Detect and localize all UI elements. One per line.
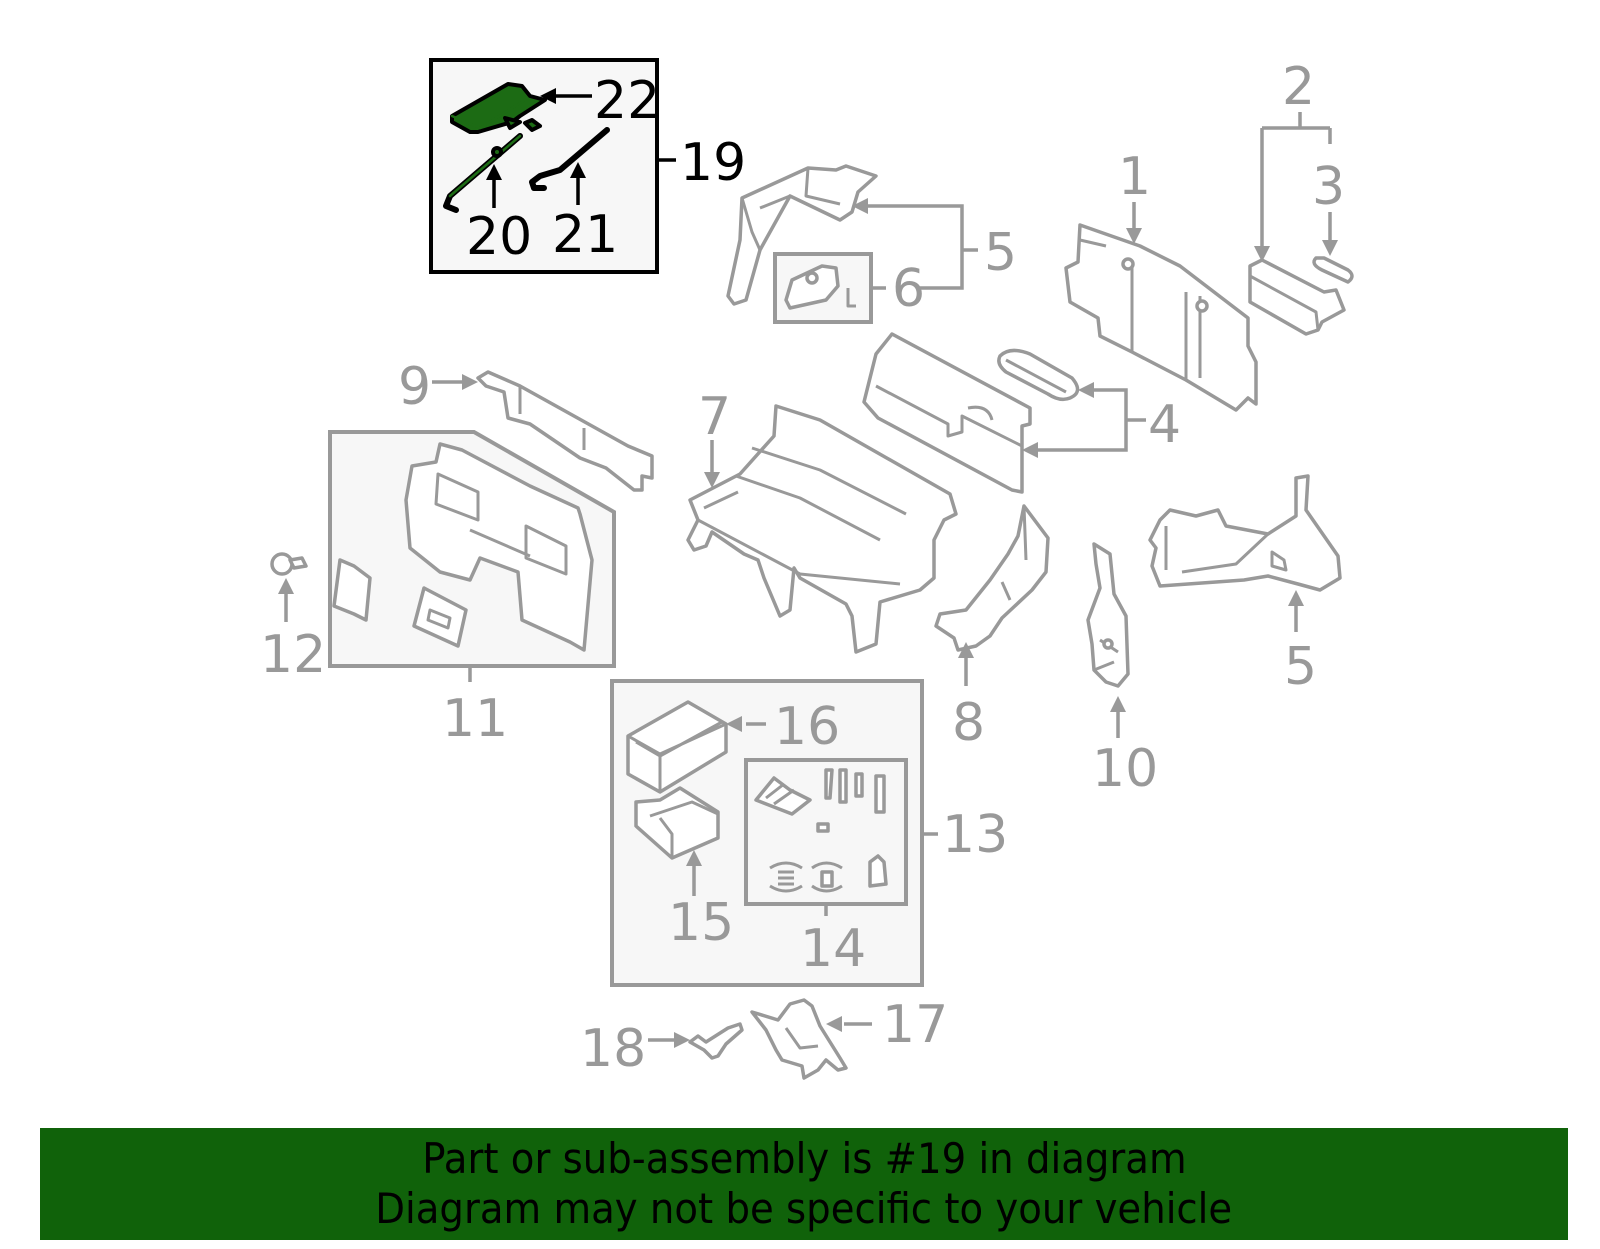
banner-part-notice: Part or sub-assembly is #19 in diagram — [421, 1134, 1187, 1183]
part-17-jack-icon[interactable] — [750, 998, 848, 1080]
part-14-bottle-icon — [868, 854, 888, 888]
part-18-jack-handle-icon[interactable] — [688, 1022, 744, 1060]
callout-20: 20 — [466, 207, 532, 267]
part-8-support-icon[interactable] — [934, 504, 1050, 652]
callout-7: 7 — [698, 387, 731, 447]
callout-15: 15 — [668, 893, 734, 953]
part-5-lower-trim-icon[interactable] — [1148, 474, 1342, 592]
part-group-19[interactable]: 22 20 21 19 — [429, 58, 746, 274]
part-10-bracket-icon[interactable] — [1086, 542, 1130, 688]
callout-13: 13 — [942, 805, 1008, 865]
part-5-upper-trim-icon[interactable] — [726, 164, 878, 306]
callout-5-upper: 5 — [984, 223, 1017, 283]
callout-4: 4 — [1148, 395, 1181, 455]
callout-11: 11 — [442, 689, 508, 749]
callout-14: 14 — [800, 919, 866, 979]
callout-22: 22 — [594, 71, 660, 131]
callout-10: 10 — [1092, 739, 1158, 799]
callout-17: 17 — [882, 995, 948, 1055]
part-11-pad-icon — [412, 586, 468, 648]
part-4-seal-icon[interactable] — [997, 348, 1080, 402]
callout-9: 9 — [398, 357, 431, 417]
callout-19: 19 — [680, 133, 746, 193]
part-group-13[interactable]: 16 15 14 — [610, 679, 924, 987]
part-6-cover-icon — [784, 264, 840, 310]
callout-3: 3 — [1312, 157, 1345, 217]
callout-8: 8 — [952, 693, 985, 753]
part-22-tray-icon[interactable] — [450, 82, 547, 134]
part-1-rear-panel-icon[interactable] — [1064, 223, 1258, 412]
part-group-6[interactable] — [773, 252, 873, 324]
banner-vehicle-disclaimer: Diagram may not be specific to your vehi… — [375, 1184, 1233, 1233]
part-14-tools-icon — [824, 768, 864, 804]
part-group-11[interactable] — [328, 430, 616, 668]
part-21-handle-icon[interactable] — [529, 127, 610, 191]
callout-2: 2 — [1282, 57, 1315, 117]
part-14-screwdriver-icon — [874, 774, 886, 814]
part-3-clip-icon[interactable] — [1312, 256, 1354, 284]
callout-1: 1 — [1118, 147, 1151, 207]
part-14-cap-icon — [811, 861, 843, 893]
callout-6: 6 — [892, 259, 925, 319]
part-4-panel-icon[interactable] — [862, 332, 1032, 494]
part-11-bulkhead-icon — [404, 442, 594, 652]
callout-21: 21 — [552, 205, 618, 265]
part-12-clip-icon[interactable] — [270, 552, 308, 576]
part-14-tie-down-icon — [769, 861, 803, 893]
callout-16: 16 — [774, 697, 840, 757]
part-2-bracket-icon[interactable] — [1248, 258, 1346, 336]
callout-18: 18 — [580, 1019, 646, 1079]
part-9-crossmember-icon[interactable] — [476, 370, 654, 492]
disclaimer-banner: Part or sub-assembly is #19 in diagram D… — [40, 1128, 1568, 1240]
part-20-wrench-icon[interactable] — [443, 133, 523, 213]
part-11-small-bracket-icon — [332, 558, 372, 622]
callout-5-lower: 5 — [1284, 637, 1317, 697]
part-7-shelf-icon[interactable] — [686, 404, 958, 654]
callout-12: 12 — [260, 625, 326, 685]
part-14-small-part-icon — [816, 822, 830, 833]
